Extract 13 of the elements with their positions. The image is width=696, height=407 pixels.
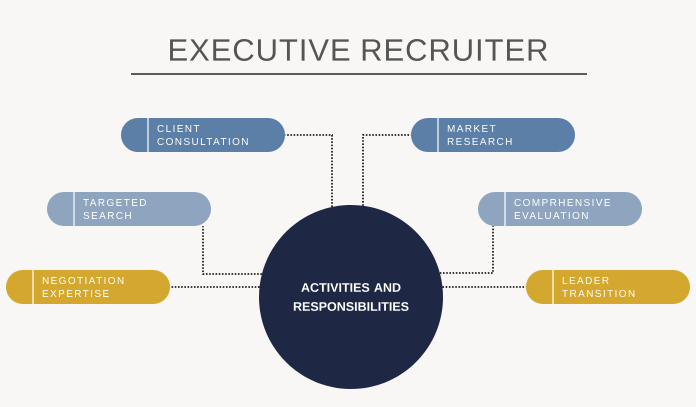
dotted-connector xyxy=(202,226,262,275)
dotted-connector xyxy=(440,226,494,274)
dotted-connector xyxy=(362,134,411,206)
topic-pill: MARKET RESEARCH xyxy=(411,118,575,152)
title: EXECUTIVE RECRUITER xyxy=(170,39,548,61)
topic-pill: LEADER TRANSITION xyxy=(526,270,690,304)
topic-pill: CLIENT CONSULTATION xyxy=(121,118,285,152)
topic-pill: TARGETED SEARCH xyxy=(47,192,211,226)
dotted-connector xyxy=(442,286,526,288)
dotted-connector xyxy=(285,134,333,207)
topic-pill: NEGOTIATION EXPERTISE xyxy=(6,270,170,304)
dotted-connector xyxy=(170,286,260,288)
topic-pill: COMPRHENSIVE EVALUATION xyxy=(478,192,642,226)
